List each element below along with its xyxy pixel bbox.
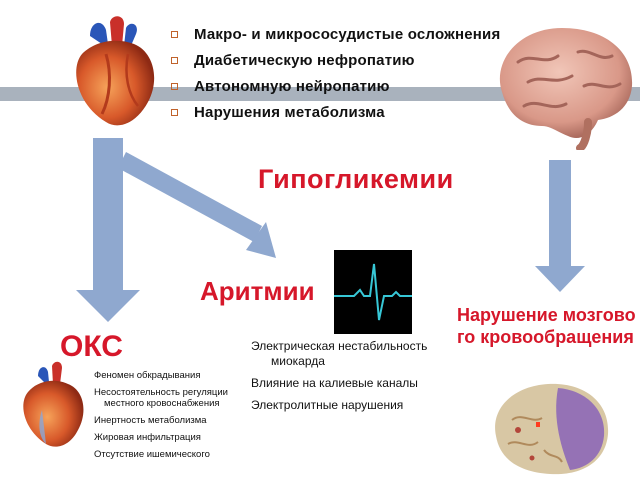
square-bullet-icon bbox=[171, 83, 178, 90]
list-item: Электрическая нестабильность миокарда bbox=[251, 339, 428, 368]
oks-factors-list: Феномен обкрадывания Несостоятельность р… bbox=[94, 370, 254, 466]
square-bullet-icon bbox=[171, 109, 178, 116]
square-bullet-icon bbox=[171, 31, 178, 38]
brain-illustration-icon bbox=[499, 28, 633, 150]
list-item: Диабетическую нефропатию bbox=[170, 48, 500, 74]
list-item: Автономную нейропатию bbox=[170, 74, 500, 100]
brain-section-icon bbox=[495, 383, 609, 475]
heart-small-icon bbox=[23, 361, 84, 447]
list-item: Электролитные нарушения bbox=[251, 398, 404, 412]
oks-title: ОКС bbox=[60, 330, 123, 363]
heart-illustration-icon bbox=[76, 16, 155, 126]
square-bullet-icon bbox=[171, 57, 178, 64]
ecg-wave-icon bbox=[334, 263, 412, 321]
list-item: Инертность метаболизма bbox=[94, 415, 207, 426]
cerebral-title: Нарушение мозгового кровообращения bbox=[457, 305, 636, 347]
ecg-monitor-icon bbox=[334, 250, 412, 334]
connector-band bbox=[0, 87, 640, 101]
arrhythmia-factors-list: Электрическая нестабильность миокарда Вл… bbox=[251, 339, 451, 420]
list-item: Несостоятельность регуляции местного кро… bbox=[94, 387, 228, 409]
arrow-to-oks bbox=[76, 138, 140, 322]
arrow-to-arrhythmia bbox=[118, 152, 276, 258]
list-item: Влияние на калиевые каналы bbox=[251, 376, 418, 390]
list-item: Нарушения метаболизма bbox=[170, 100, 500, 126]
hypoglycemia-title: Гипогликемии bbox=[258, 164, 454, 194]
arrow-to-cerebral bbox=[535, 160, 585, 292]
arrhythmia-title: Аритмии bbox=[200, 276, 315, 306]
list-item: Жировая инфильтрация bbox=[94, 432, 201, 443]
list-item: Макро- и микрососудистые осложнения bbox=[170, 22, 500, 48]
complications-list: Макро- и микрососудистые осложнения Диаб… bbox=[170, 22, 500, 126]
list-item: Феномен обкрадывания bbox=[94, 370, 201, 381]
list-item: Отсутствие ишемического bbox=[94, 449, 210, 460]
